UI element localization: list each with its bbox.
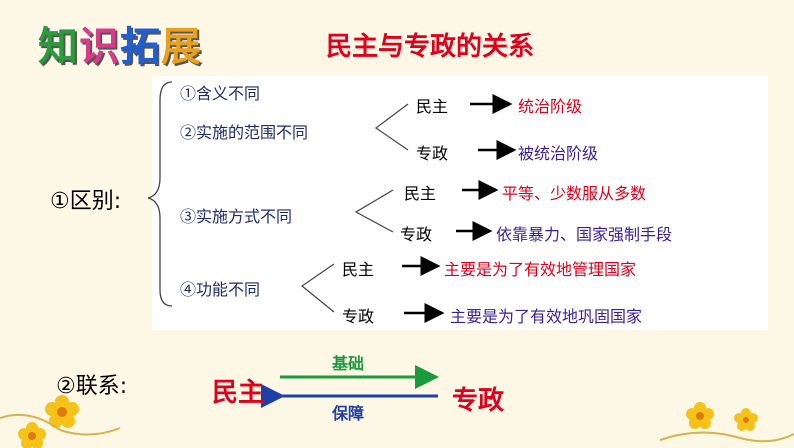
item-4-a-left: 民主 <box>342 260 375 279</box>
brace-item2 <box>374 103 409 151</box>
brace-item3 <box>354 189 394 233</box>
difference-panel <box>152 76 768 330</box>
title-char-4: 展 <box>161 24 202 70</box>
flower-icon <box>18 422 46 448</box>
title-char-1: 知 <box>38 24 79 70</box>
item-4-a-right: 主要是为了有效地管理国家 <box>444 260 637 279</box>
flower-decoration-left <box>0 395 121 448</box>
item-2-b-left: 专政 <box>416 144 449 163</box>
section-difference-label: ①区别: <box>50 189 122 214</box>
item-3-a-left: 民主 <box>404 184 437 203</box>
page-subtitle: 民主与专政的关系 <box>326 32 535 62</box>
title-char-2: 识 <box>79 24 120 70</box>
item-3-label: ③实施方式不同 <box>180 207 293 226</box>
relation-dictatorship: 专政 <box>452 386 505 416</box>
relation-basis-label: 基础 <box>332 354 365 373</box>
item-2-b-right: 被统治阶级 <box>518 144 599 163</box>
item-4-label: ④功能不同 <box>180 280 261 299</box>
brace-item4 <box>300 263 335 313</box>
item-4-b-right: 主要是为了有效地巩固国家 <box>450 307 643 326</box>
flower-icon <box>734 408 758 431</box>
relation-guarantee-label: 保障 <box>332 404 365 423</box>
item-3-b-left: 专政 <box>400 225 433 244</box>
flower-decoration-right <box>660 402 794 443</box>
item-2-a-right: 统治阶级 <box>518 97 583 116</box>
item-2-label: ②实施的范围不同 <box>180 123 309 142</box>
item-1-label: ①含义不同 <box>180 84 261 103</box>
item-2-a-left: 民主 <box>416 97 449 116</box>
main-brace <box>147 81 173 307</box>
relation-democracy: 民主 <box>212 378 265 408</box>
item-4-b-left: 专政 <box>342 307 375 326</box>
item-3-a-right: 平等、少数服从多数 <box>502 184 647 203</box>
title-char-3: 拓 <box>120 24 161 70</box>
flower-icon <box>686 402 714 429</box>
item-3-b-right: 依靠暴力、国家强制手段 <box>496 225 673 244</box>
section-relation-label: ②联系: <box>56 374 128 399</box>
page-title: 知识拓展 <box>38 14 202 72</box>
